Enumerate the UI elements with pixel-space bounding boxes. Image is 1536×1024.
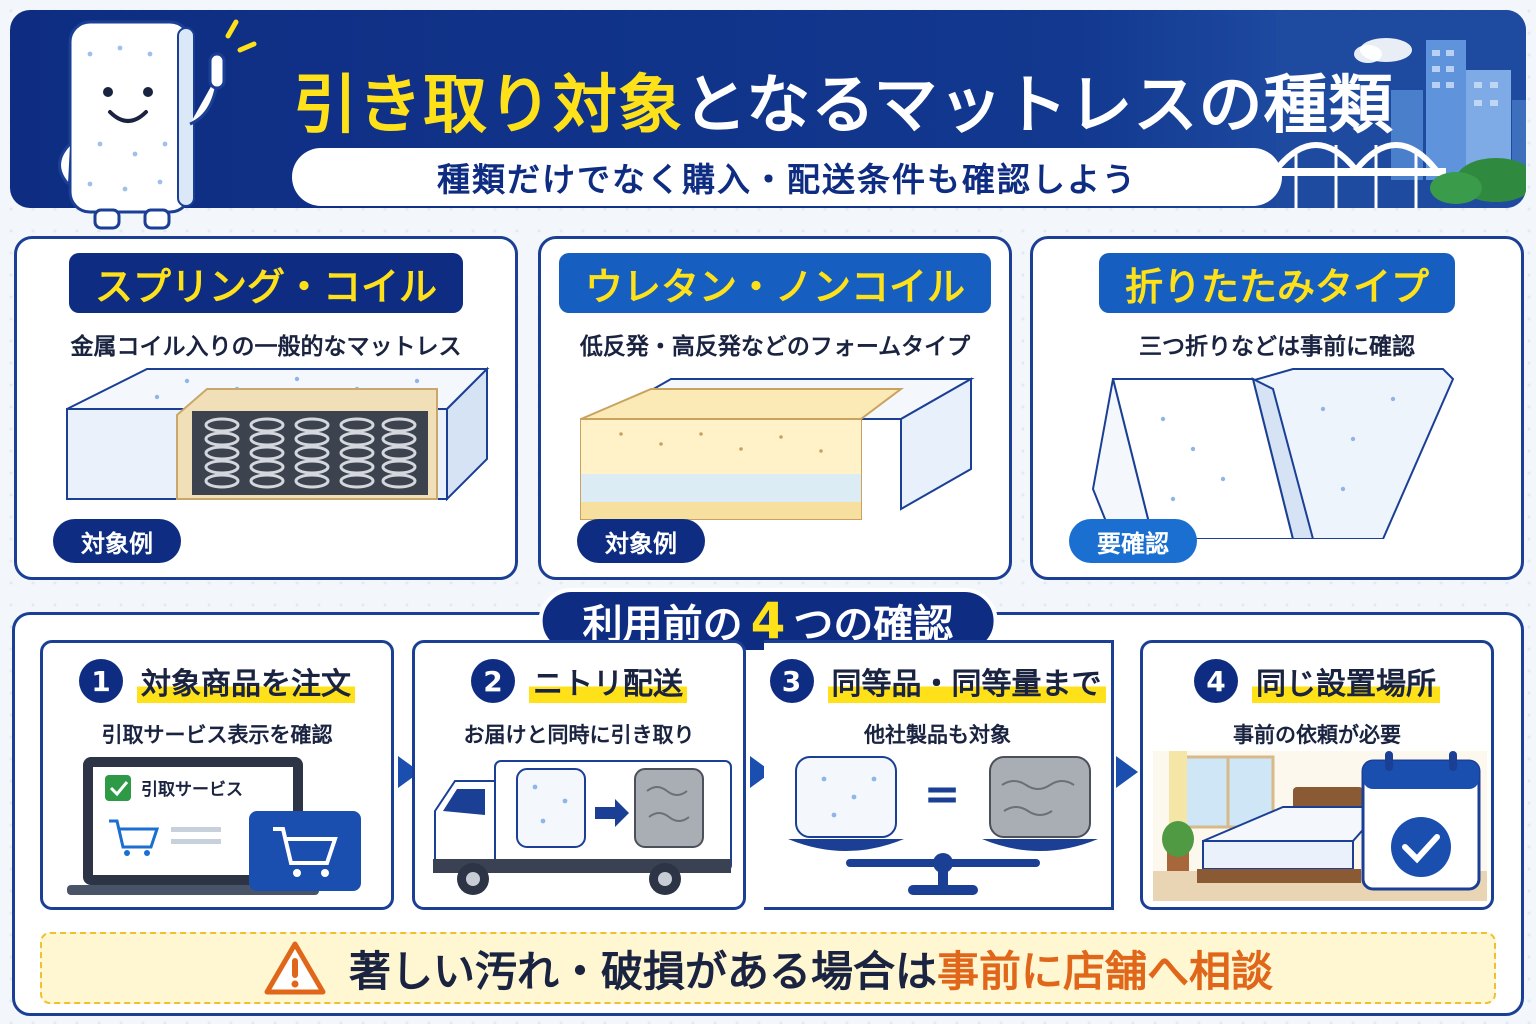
warning-highlight: 事前に店舗へ相談 [937,946,1274,996]
type-card-title: スプリング・コイル [68,253,464,313]
step-desc: 事前の依頼が必要 [1233,723,1401,747]
chevron-right-icon [398,756,420,788]
header-banner: 引き取り対象となるマットレスの種類 種類だけでなく購入・配送条件も確認しよう [10,10,1526,208]
warning-text: 著しい汚れ・破損がある場合は [348,946,937,996]
step-number: 2 [471,659,515,703]
type-card-desc: 金属コイル入りの一般的なマットレス [70,334,462,360]
spring-mattress-illustration [66,366,490,502]
type-card-title: ウレタン・ノンコイル [558,253,992,313]
equals-sign: = [924,769,961,820]
step-3-equivalent: 3 同等品・同等量まで 他社製品も対象 = [764,640,1114,910]
status-badge: 対象例 [53,519,181,563]
cart-icon [109,819,160,849]
warning-icon [264,941,326,995]
step-4-same-location: 4 同じ設置場所 事前の依頼が必要 [1140,640,1494,910]
step-title: 同じ設置場所 [1252,659,1440,703]
folding-mattress-illustration [1091,368,1455,539]
step-desc: お届けと同時に引き取り [463,723,695,747]
balance-scale-illustration: = [788,756,1098,895]
type-card-title: 折りたたみタイプ [1098,253,1456,313]
type-card-urethane: ウレタン・ノンコイル 低反発・高反発などのフォームタイプ 対象例 [538,236,1012,580]
city-skyline-illustration [1276,10,1526,208]
laptop-cart-illustration: 引取サービス [53,751,381,901]
laptop-icon: 引取サービス [67,757,361,895]
chevron-right-icon [1116,756,1138,788]
step-1-order: 1 対象商品を注文 引取サービス表示を確認 引取サービス [40,640,394,910]
urethane-mattress-illustration [580,377,975,520]
arrow-right-icon [595,799,629,827]
step-desc: 他社製品も対象 [864,723,1011,747]
chevron-right-icon [750,756,772,788]
step-number: 3 [769,659,814,703]
cart-button-icon [249,811,361,891]
step-number: 4 [1194,659,1238,703]
mattress-mascot-illustration [58,19,257,230]
subtitle-pill: 種類だけでなく購入・配送条件も確認しよう [292,148,1282,206]
page-title: 引き取り対象となるマットレスの種類 [293,69,1394,143]
delivery-truck-illustration [433,760,732,895]
step-title: ニトリ配送 [529,659,687,703]
type-card-spring-coil: スプリング・コイル 金属コイル入りの一般的なマットレス 対象例 [14,236,518,580]
bedroom-calendar-illustration [1153,751,1487,901]
type-card-desc: 低反発・高反発などのフォームタイプ [579,334,971,360]
checkmark-icon [1391,817,1451,877]
step-title: 同等品・同等量まで [827,659,1106,703]
subtitle-text: 種類だけでなく購入・配送条件も確認しよう [437,160,1137,199]
type-card-desc: 三つ折りなどは事前に確認 [1139,334,1415,360]
step-desc: 引取サービス表示を確認 [101,723,333,747]
step-number: 1 [79,659,123,703]
warning-banner: 著しい汚れ・破損がある場合は事前に店舗へ相談 [40,932,1496,1004]
service-label: 引取サービス [141,780,243,800]
type-card-folding: 折りたたみタイプ 三つ折りなどは事前に確認 要確認 [1030,236,1524,580]
step-2-nitori-delivery: 2 ニトリ配送 お届けと同時に引き取り [412,640,746,910]
step-title: 対象商品を注文 [137,659,355,703]
status-badge: 対象例 [577,519,705,563]
status-badge: 要確認 [1069,519,1197,563]
